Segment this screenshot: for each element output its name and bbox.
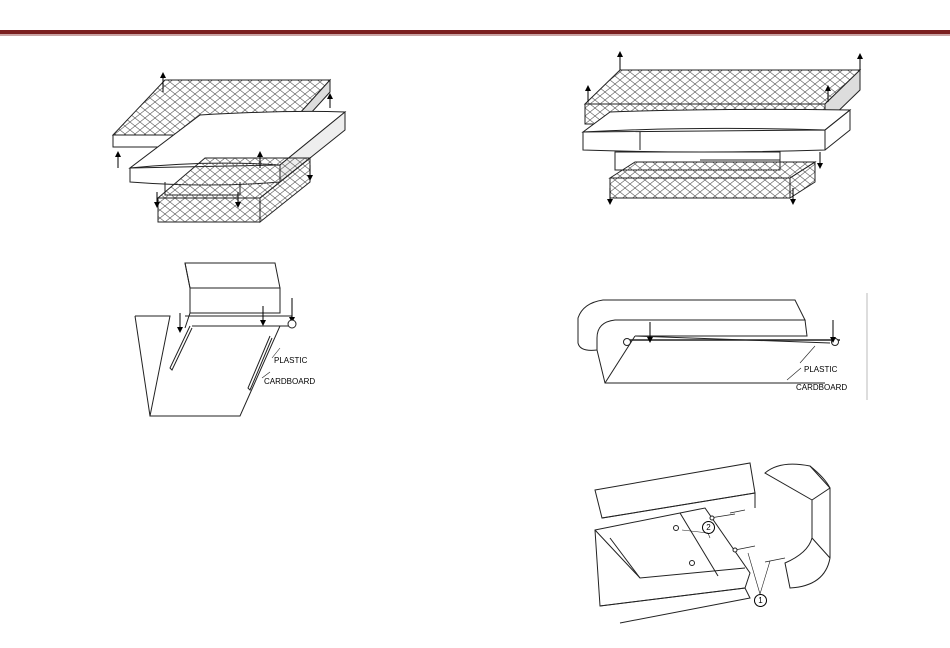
- drawer-left-drawing: [130, 258, 310, 423]
- figure-drawer-screws: [590, 458, 845, 628]
- callout-1: 1: [754, 594, 767, 607]
- panel-stack-right-drawing: [580, 52, 865, 212]
- drawer-screws-drawing: [590, 458, 845, 628]
- plastic-label-right: PLASTIC: [804, 365, 837, 374]
- callout-2: 2: [702, 521, 715, 534]
- cardboard-label-right: CARDBOARD: [796, 383, 847, 392]
- plastic-label-left: PLASTIC: [274, 356, 307, 365]
- figure-panel-stack-right: [580, 52, 865, 212]
- figure-drawer-left: [130, 258, 310, 423]
- header-rule-shadow: [0, 34, 950, 36]
- figure-panel-stack-left: [110, 70, 360, 230]
- cardboard-label-left: CARDBOARD: [264, 377, 315, 386]
- panel-stack-left-drawing: [110, 70, 360, 230]
